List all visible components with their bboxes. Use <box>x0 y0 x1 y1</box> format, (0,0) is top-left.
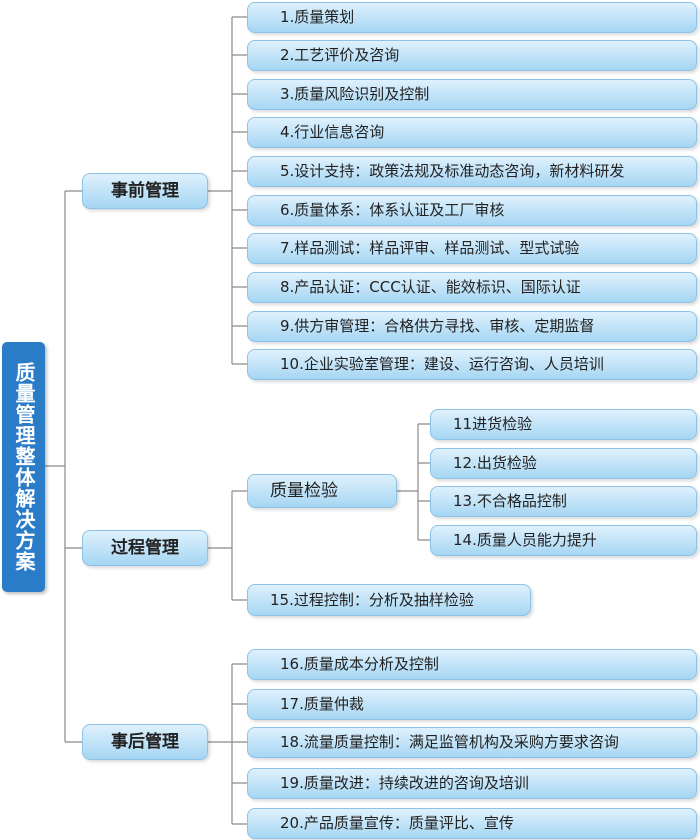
leaf-label: 13.不合格品控制 <box>453 492 567 510</box>
root-label: 质量管理整体解决方案 <box>12 362 36 572</box>
leaf-node: 16.质量成本分析及控制 <box>247 649 697 680</box>
leaf-node: 3.质量风险识别及控制 <box>247 79 697 110</box>
leaf-node: 7.样品测试：样品评审、样品测试、型式试验 <box>247 233 697 264</box>
leaf-node: 8.产品认证：CCC认证、能效标识、国际认证 <box>247 272 697 303</box>
leaf-label: 18.流量质量控制：满足监管机构及采购方要求咨询 <box>280 733 619 751</box>
leaf-label: 11进货检验 <box>453 415 533 433</box>
leaf-node: 12.出货检验 <box>430 448 697 479</box>
leaf-node: 15.过程控制：分析及抽样检验 <box>247 584 531 616</box>
leaf-label: 16.质量成本分析及控制 <box>280 655 439 673</box>
leaf-node: 11进货检验 <box>430 409 697 440</box>
leaf-node: 10.企业实验室管理：建设、运行咨询、人员培训 <box>247 349 697 380</box>
leaf-node: 14.质量人员能力提升 <box>430 525 697 556</box>
leaf-node: 5.设计支持：政策法规及标准动态咨询，新材料研发 <box>247 156 697 187</box>
leaf-label: 7.样品测试：样品评审、样品测试、型式试验 <box>280 239 580 257</box>
leaf-label: 10.企业实验室管理：建设、运行咨询、人员培训 <box>280 355 604 373</box>
leaf-label: 2.工艺评价及咨询 <box>280 46 400 64</box>
leaf-node: 18.流量质量控制：满足监管机构及采购方要求咨询 <box>247 727 697 758</box>
leaf-label: 19.质量改进：持续改进的咨询及培训 <box>280 774 529 792</box>
leaf-label: 1.质量策划 <box>280 8 355 26</box>
leaf-node: 6.质量体系：体系认证及工厂审核 <box>247 195 697 226</box>
sub-branch-quality-inspection: 质量检验 <box>247 474 397 508</box>
leaf-label: 4.行业信息咨询 <box>280 123 385 141</box>
branch-process-management: 过程管理 <box>82 530 208 566</box>
leaf-node: 4.行业信息咨询 <box>247 117 697 148</box>
leaf-node: 1.质量策划 <box>247 2 697 33</box>
leaf-label: 9.供方审管理：合格供方寻找、审核、定期监督 <box>280 317 595 335</box>
leaf-node: 19.质量改进：持续改进的咨询及培训 <box>247 768 697 799</box>
leaf-label: 12.出货检验 <box>453 454 537 472</box>
root-node: 质量管理整体解决方案 <box>2 342 45 592</box>
leaf-label: 6.质量体系：体系认证及工厂审核 <box>280 201 505 219</box>
leaf-label: 5.设计支持：政策法规及标准动态咨询，新材料研发 <box>280 162 625 180</box>
leaf-node: 17.质量仲裁 <box>247 689 697 720</box>
leaf-label: 3.质量风险识别及控制 <box>280 85 430 103</box>
branch-label: 事后管理 <box>111 731 179 752</box>
leaf-label: 15.过程控制：分析及抽样检验 <box>270 590 474 609</box>
leaf-label: 14.质量人员能力提升 <box>453 531 597 549</box>
leaf-node: 13.不合格品控制 <box>430 486 697 517</box>
leaf-label: 17.质量仲裁 <box>280 695 364 713</box>
branch-pre-management: 事前管理 <box>82 173 208 209</box>
sub-branch-label: 质量检验 <box>270 480 338 501</box>
branch-post-management: 事后管理 <box>82 724 208 760</box>
branch-label: 过程管理 <box>111 537 179 558</box>
leaf-label: 8.产品认证：CCC认证、能效标识、国际认证 <box>280 278 581 296</box>
leaf-node: 20.产品质量宣传：质量评比、宣传 <box>247 808 697 839</box>
leaf-label: 20.产品质量宣传：质量评比、宣传 <box>280 814 514 832</box>
branch-label: 事前管理 <box>111 180 179 201</box>
leaf-node: 2.工艺评价及咨询 <box>247 40 697 71</box>
leaf-node: 9.供方审管理：合格供方寻找、审核、定期监督 <box>247 311 697 342</box>
